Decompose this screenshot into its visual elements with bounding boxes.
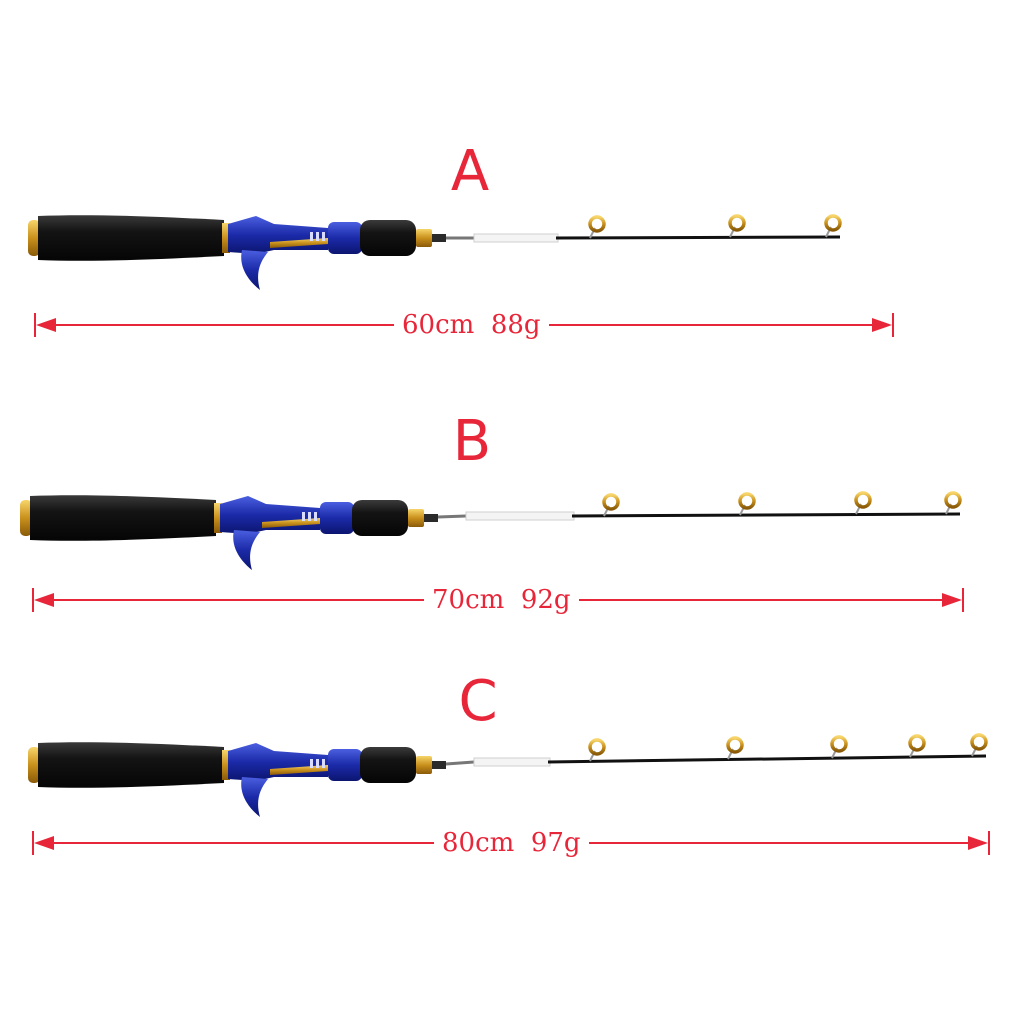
variant-label: A xyxy=(450,139,490,204)
fishing-rod-image xyxy=(20,491,962,570)
length-dimension: 80cm 97g xyxy=(32,828,990,858)
weight-value: 88g xyxy=(490,310,541,340)
length-dimension: 60cm 88g xyxy=(34,310,894,340)
fishing-rod-image xyxy=(28,214,842,290)
length-dimension: 70cm 92g xyxy=(32,585,964,615)
length-value: 70cm xyxy=(432,585,505,615)
length-value: 80cm xyxy=(442,828,515,858)
weight-value: 92g xyxy=(520,585,571,615)
variant-label: B xyxy=(452,409,492,474)
variant-label: C xyxy=(458,669,498,734)
fishing-rod-image xyxy=(28,733,988,817)
weight-value: 97g xyxy=(530,828,581,858)
length-value: 60cm xyxy=(402,310,475,340)
